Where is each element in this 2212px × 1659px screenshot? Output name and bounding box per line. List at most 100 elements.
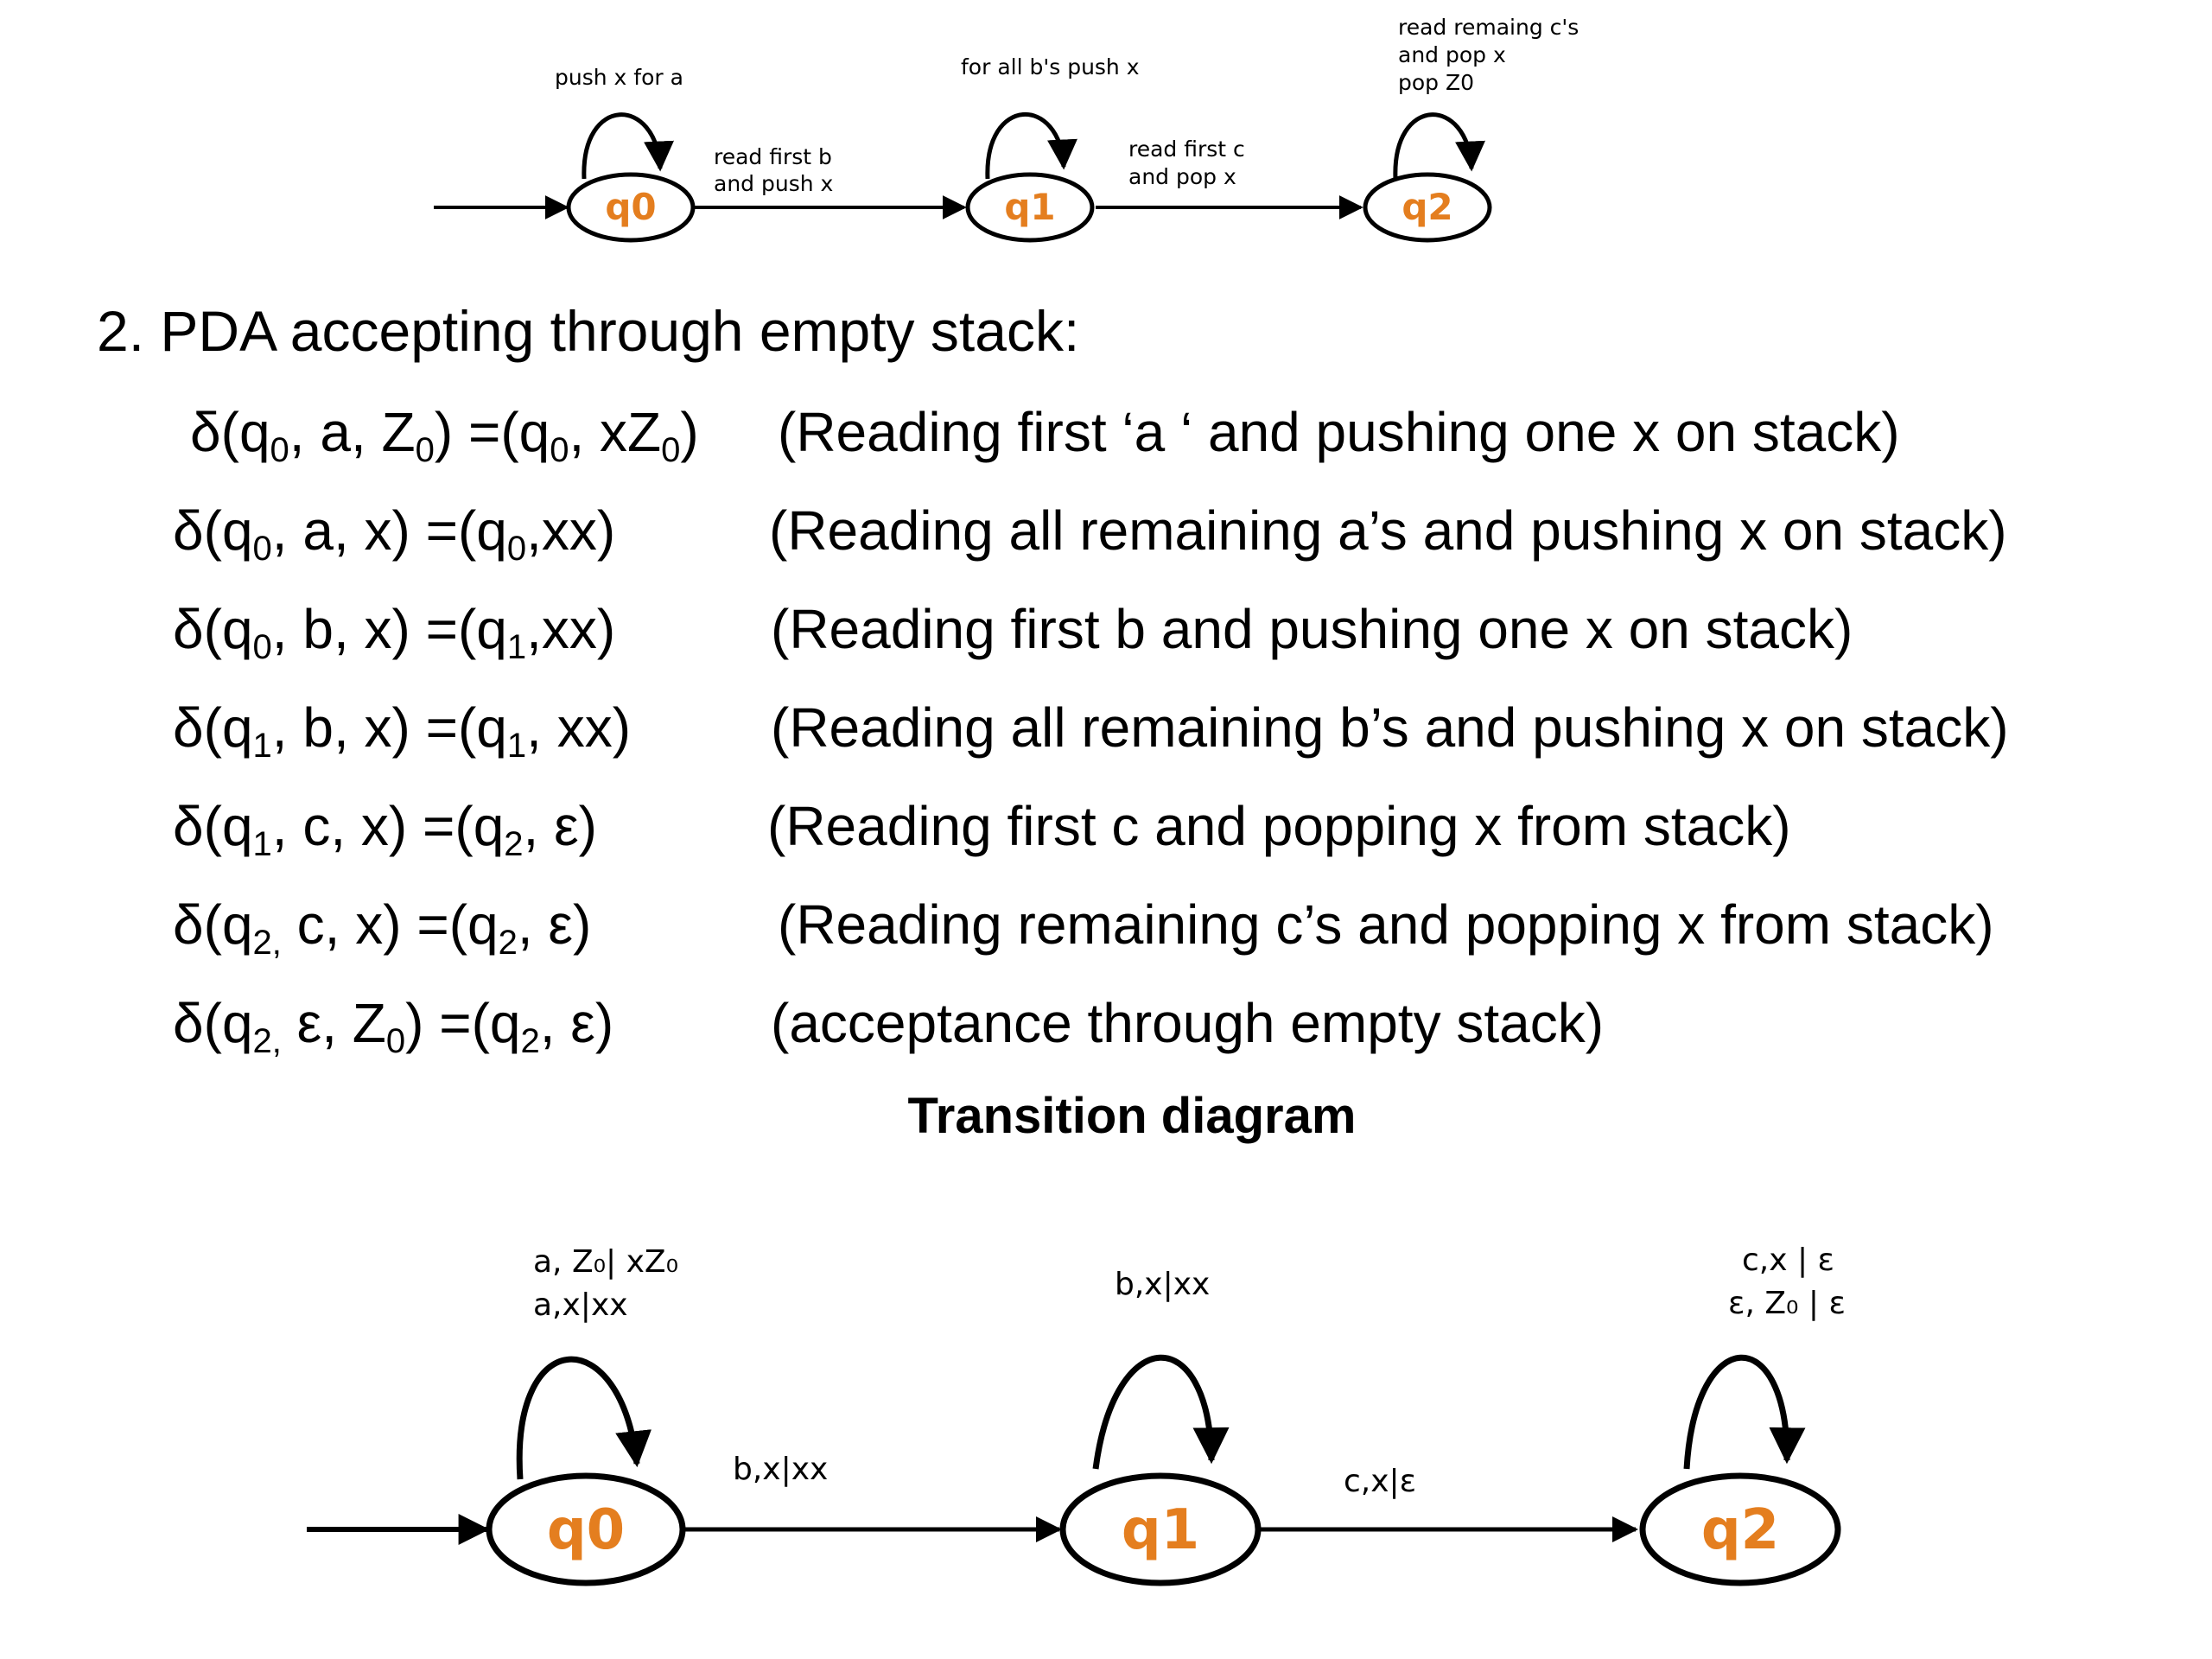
stack-top-symbol: x (364, 499, 392, 562)
state-subscript: 2, (252, 1022, 282, 1060)
self-loop-q2-2 (1683, 1354, 1806, 1470)
loop-label-q0-line1: a, Z₀| xZ₀ (533, 1244, 678, 1280)
edge-label-q0-q1-line1: read first b (714, 144, 832, 169)
input-symbol: a (302, 499, 334, 562)
state-subscript: 0 (252, 530, 272, 568)
state-q2-2: q2 (1639, 1472, 1841, 1586)
state-q2-label: q2 (1402, 186, 1452, 228)
next-state: q (476, 499, 507, 562)
stack-top-subscript: 0 (415, 431, 435, 469)
loop-label-q2-line1: read remaing c's (1398, 15, 1579, 40)
stack-push: xx (541, 598, 597, 660)
stack-top-symbol: x (364, 598, 392, 660)
input-symbol: ε (296, 992, 322, 1054)
next-state: q (489, 992, 521, 1054)
transition-function: δ(q0, b, x) =(q1,xx) (173, 598, 616, 666)
state-q0: q0 (566, 172, 696, 243)
separator: , (526, 696, 557, 759)
state-subscript: 0 (270, 431, 289, 469)
stack-push: ε (570, 992, 595, 1054)
transition-description: (Reading first b and pushing one x on st… (771, 598, 1853, 660)
transition-description: (Reading all remaining b’s and pushing x… (771, 696, 2009, 759)
state-q0-2: q0 (486, 1472, 686, 1586)
next-state-subscript: 2 (520, 1022, 540, 1060)
state-q2: q2 (1363, 172, 1492, 243)
stack-push-subscript: 0 (661, 431, 681, 469)
transition-diagram-top: q0 q1 q2 push x for a for all b's push x… (434, 15, 1579, 243)
state-q1-label-2: q1 (1122, 1498, 1199, 1562)
next-state: q (473, 795, 505, 857)
stack-top-symbol: Z (381, 401, 416, 463)
input-symbol: c (296, 893, 325, 956)
section-heading: 2. PDA accepting through empty stack: (97, 299, 1080, 363)
state-subscript: 2, (252, 924, 282, 962)
transition-function: δ(q1, c, x) =(q2, ε) (173, 795, 597, 863)
transition-description: (Reading all remaining a’s and pushing x… (769, 499, 2007, 562)
loop-label-q1-2: b,x|xx (1115, 1267, 1210, 1302)
state-q1-label: q1 (1004, 186, 1055, 228)
separator: , (539, 992, 571, 1054)
input-symbol: b (302, 598, 334, 660)
edge-label-q1-q2-2: c,x|ε (1344, 1464, 1416, 1499)
separator: , (517, 893, 549, 956)
separator: , (526, 598, 542, 660)
separator: , (569, 401, 601, 463)
transition-description: (Reading first ‘a ‘ and pushing one x on… (778, 401, 1900, 463)
self-loop-q0 (582, 112, 674, 180)
stack-push: xZ (600, 401, 662, 463)
input-symbol: a (320, 401, 351, 463)
state-q0-label-2: q0 (547, 1498, 625, 1562)
next-state: q (476, 598, 507, 660)
next-state: q (518, 401, 550, 463)
edge-label-q1-q2-line1: read first c (1128, 137, 1245, 162)
separator: , (523, 795, 555, 857)
self-loop-q1 (985, 111, 1077, 180)
state-q1-2: q1 (1059, 1472, 1262, 1586)
stack-top-symbol: x (360, 795, 389, 857)
stack-top-symbol: Z (352, 992, 386, 1054)
state-q1: q1 (965, 172, 1095, 243)
state-q2-label-2: q2 (1701, 1498, 1779, 1562)
edge-label-q0-q1-line2: and push x (714, 171, 833, 196)
loop-label-q2-line2-2: ε, Z₀ | ε (1728, 1286, 1846, 1321)
transition-description: (Reading first c and popping x from stac… (767, 795, 1791, 857)
state-subscript: 1 (252, 727, 272, 765)
separator: , (526, 499, 542, 562)
next-state-subscript: 0 (550, 431, 569, 469)
transition-description: (Reading remaining c’s and popping x fro… (778, 893, 1994, 956)
loop-label-q2-line3: pop Z0 (1398, 70, 1474, 95)
stack-push: ε (554, 795, 579, 857)
stack-push: xx (556, 696, 613, 759)
transition-description: (acceptance through empty stack) (771, 992, 1605, 1054)
self-loop-q1-2 (1092, 1354, 1230, 1470)
transition-function: δ(q2, c, x) =(q2, ε) (173, 893, 592, 962)
edge-label-q1-q2-line2: and pop x (1128, 164, 1236, 189)
loop-label-q1: for all b's push x (961, 54, 1140, 79)
next-state-subscript: 1 (506, 628, 527, 666)
transition-function: δ(q0, a, Z0) =(q0, xZ0) (190, 401, 699, 469)
stack-top-symbol: x (364, 696, 392, 759)
self-loop-q2 (1393, 112, 1485, 180)
transition-function: δ(q1, b, x) =(q1, xx) (173, 696, 631, 765)
next-state-subscript: 2 (504, 825, 524, 863)
loop-label-q2-line1-2: c,x | ε (1742, 1243, 1834, 1278)
self-loop-q0-2 (516, 1356, 652, 1480)
next-state: q (476, 696, 507, 759)
stack-top-subscript: 0 (385, 1022, 406, 1060)
loop-label-q2-line2: and pop x (1398, 42, 1506, 67)
input-symbol: b (302, 696, 334, 759)
stack-push: xx (541, 499, 597, 562)
next-state: q (467, 893, 499, 956)
input-symbol: c (302, 795, 331, 857)
edge-label-q0-q1-2: b,x|xx (733, 1452, 828, 1487)
transition-function: δ(q0, a, x) =(q0,xx) (173, 499, 616, 568)
transition-function: δ(q2, ε, Z0) =(q2, ε) (173, 992, 614, 1060)
next-state-subscript: 1 (506, 727, 527, 765)
state-subscript: 0 (252, 628, 272, 666)
next-state-subscript: 0 (506, 530, 527, 568)
next-state-subscript: 2 (498, 924, 518, 962)
loop-label-q0: push x for a (555, 65, 683, 90)
diagram-caption: Transition diagram (907, 1088, 1357, 1144)
stack-push: ε (548, 893, 573, 956)
state-q0-label: q0 (605, 186, 656, 228)
